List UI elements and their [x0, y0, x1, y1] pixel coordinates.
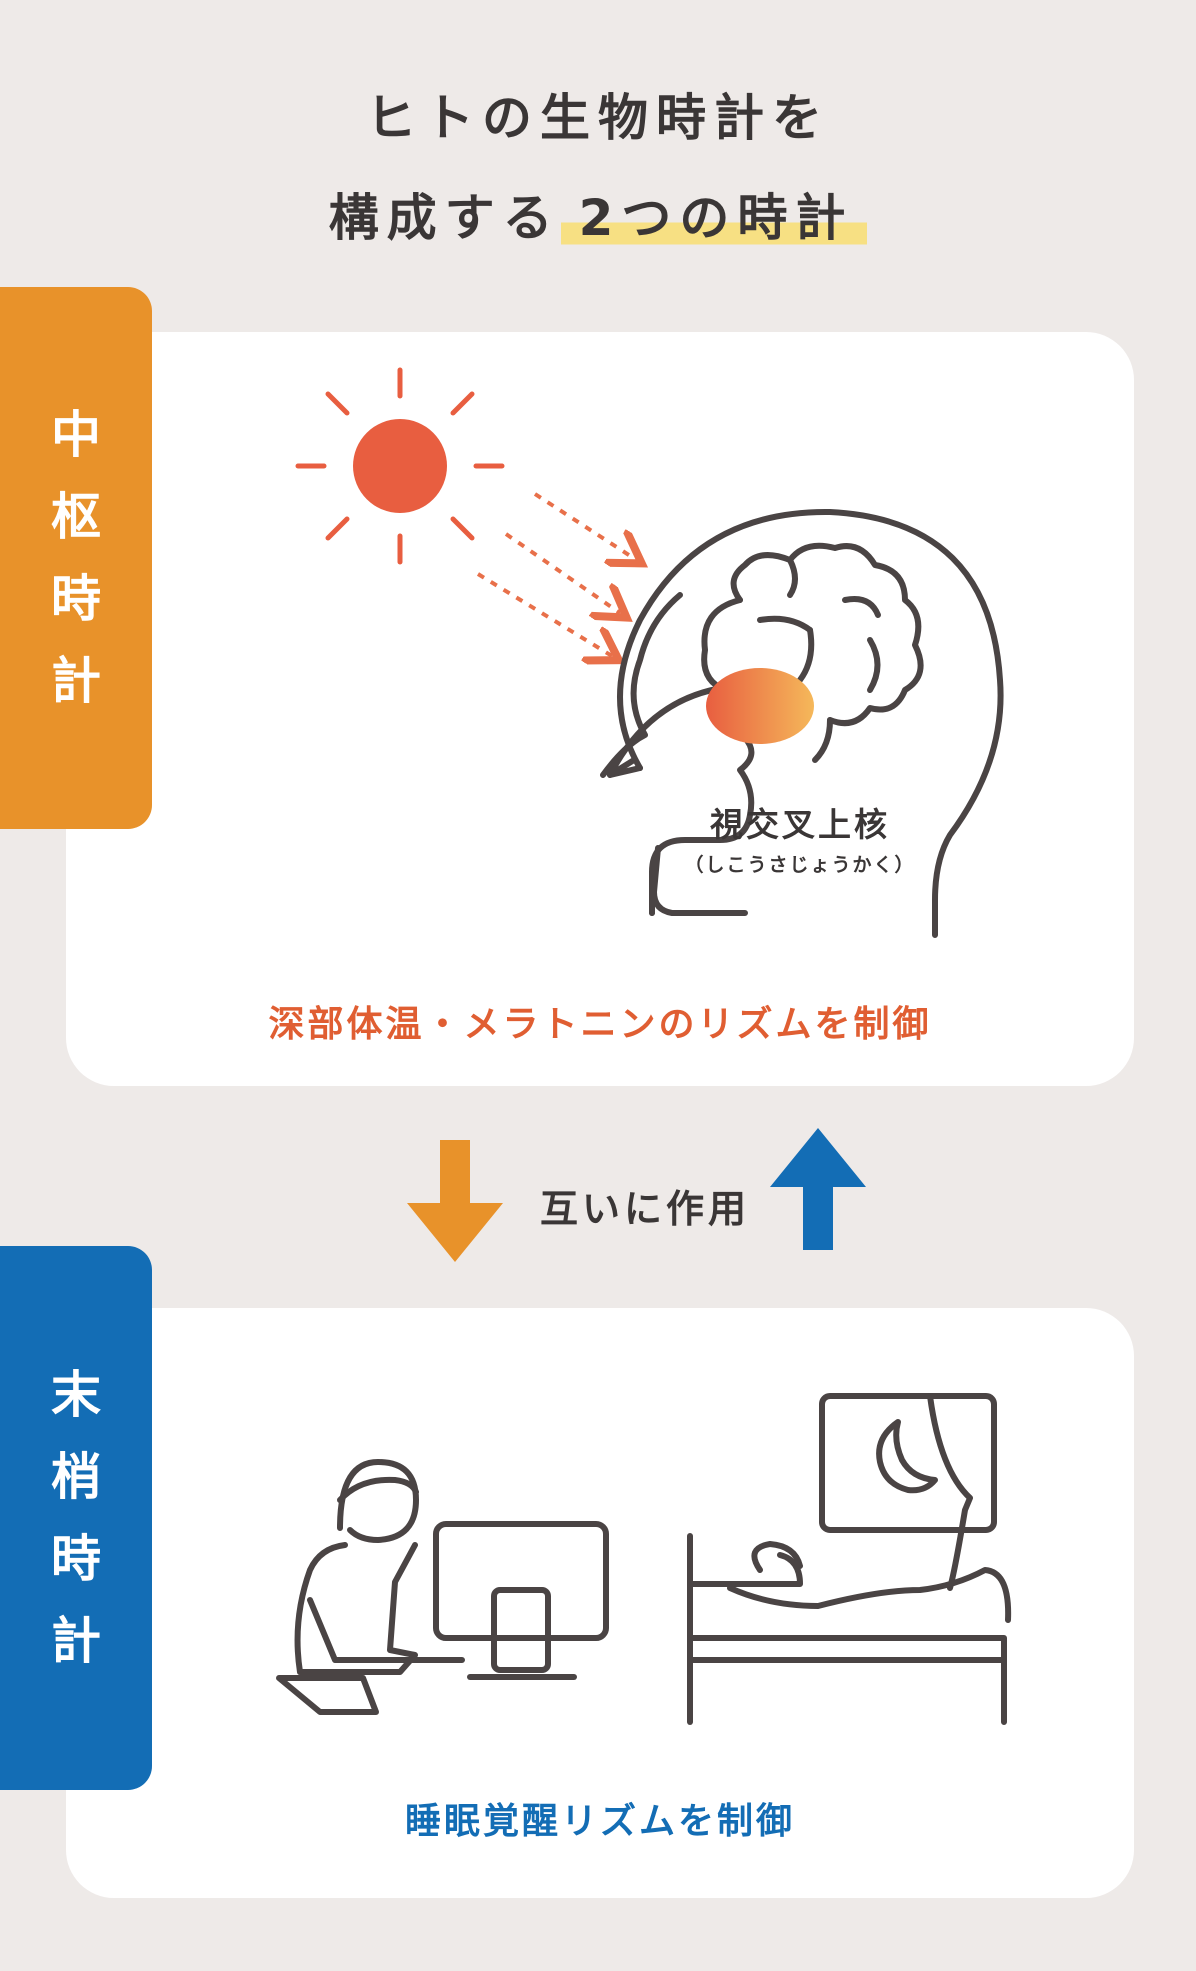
nucleus-name: 視交叉上核 — [710, 805, 890, 844]
peripheral-clock-tag: 末 梢 時 計 — [0, 1246, 152, 1790]
peripheral-description: 睡眠覚醒リズムを制御 — [404, 1801, 795, 1842]
title-prefix: 構成する — [328, 189, 561, 247]
tag-char: 梢 — [51, 1448, 101, 1506]
central-description: 深部体温・メラトニンのリズムを制御 — [268, 1004, 932, 1045]
interaction-label: 互いに作用 — [539, 1187, 750, 1231]
title-highlight: 2つの時計 — [560, 189, 868, 247]
title-line-1: ヒトの生物時計を — [366, 89, 830, 147]
tag-char: 末 — [51, 1366, 101, 1424]
tag-char: 中 — [51, 406, 101, 464]
arrow-up-icon — [770, 1128, 866, 1250]
tag-char: 時 — [51, 570, 101, 628]
central-clock-tag: 中 枢 時 計 — [0, 287, 152, 829]
nucleus-reading: （しこうさじょうかく） — [684, 854, 916, 876]
central-clock-panel — [66, 332, 1134, 1086]
bed-sleep-icon — [687, 1393, 1012, 1725]
tag-char: 時 — [51, 1530, 101, 1588]
light-rays — [476, 492, 635, 656]
tag-char: 計 — [51, 652, 101, 710]
sun-icon — [295, 367, 505, 565]
peripheral-clock-panel — [66, 1308, 1134, 1898]
head-brain-icon — [600, 508, 1004, 938]
arrow-down-icon — [407, 1140, 503, 1262]
scn-highlight — [706, 668, 814, 744]
tag-char: 枢 — [51, 488, 101, 546]
tag-char: 計 — [51, 1612, 101, 1670]
person-desk-icon — [276, 1459, 609, 1715]
